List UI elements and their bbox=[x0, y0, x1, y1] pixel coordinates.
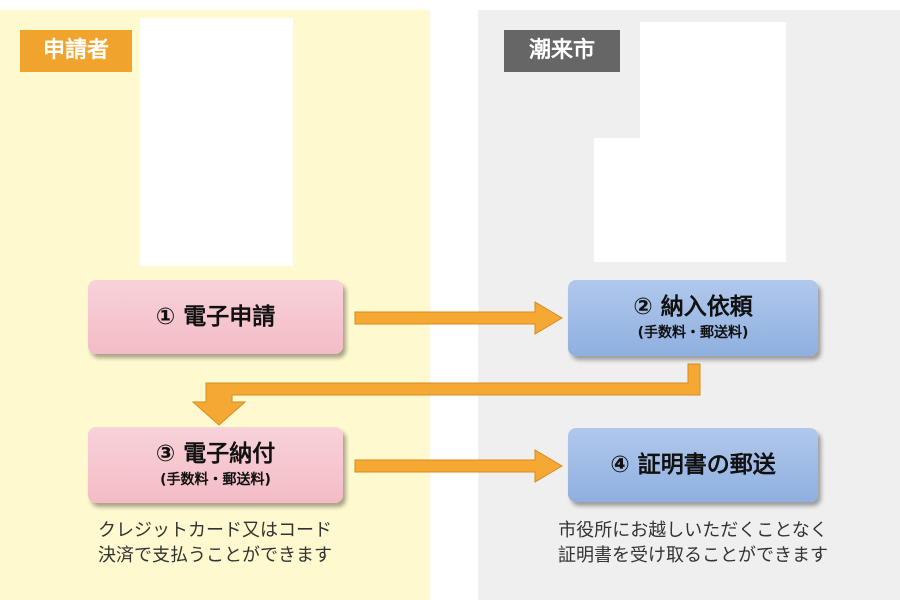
applicant-lane-header: 申請者 bbox=[20, 30, 132, 72]
step-2-box: ② 納入依頼 (手数料・郵送料) bbox=[568, 280, 818, 356]
city-note-line-2: 証明書を受け取ることができます bbox=[558, 545, 828, 566]
applicant-note-line-2: 決済で支払うことができます bbox=[98, 545, 332, 566]
step-1-box: ① 電子申請 bbox=[88, 280, 343, 354]
applicant-image-placeholder bbox=[140, 18, 293, 266]
city-lane-header: 潮来市 bbox=[504, 30, 620, 72]
step-2-sub: (手数料・郵送料) bbox=[637, 325, 749, 341]
applicant-note: クレジットカード又はコード 決済で支払うことができます bbox=[40, 518, 390, 568]
city-image-placeholder-top bbox=[640, 22, 786, 140]
step-3-number: ③ bbox=[155, 441, 176, 467]
arrow-step3-to-step4 bbox=[354, 449, 563, 483]
city-note-line-1: 市役所にお越しいただくことなく bbox=[558, 520, 828, 541]
arrow-step1-to-step2 bbox=[354, 301, 563, 335]
arrow-step2-to-step3 bbox=[191, 363, 701, 426]
step-3-title: 電子納付 bbox=[183, 441, 276, 467]
step-3-sub: (手数料・郵送料) bbox=[160, 472, 271, 488]
step-2-title: 納入依頼 bbox=[660, 294, 753, 320]
city-note: 市役所にお越しいただくことなく 証明書を受け取ることができます bbox=[508, 518, 878, 568]
applicant-note-line-1: クレジットカード又はコード bbox=[98, 520, 332, 541]
step-3-box: ③ 電子納付 (手数料・郵送料) bbox=[88, 427, 343, 503]
step-4-number: ④ bbox=[610, 452, 630, 478]
city-image-placeholder-bottom bbox=[594, 138, 786, 262]
step-2-number: ② bbox=[633, 294, 653, 320]
step-4-title: 証明書の郵送 bbox=[637, 452, 776, 478]
step-1-number: ① bbox=[155, 304, 176, 330]
step-4-box: ④ 証明書の郵送 bbox=[568, 428, 818, 502]
step-1-title: 電子申請 bbox=[183, 304, 276, 330]
